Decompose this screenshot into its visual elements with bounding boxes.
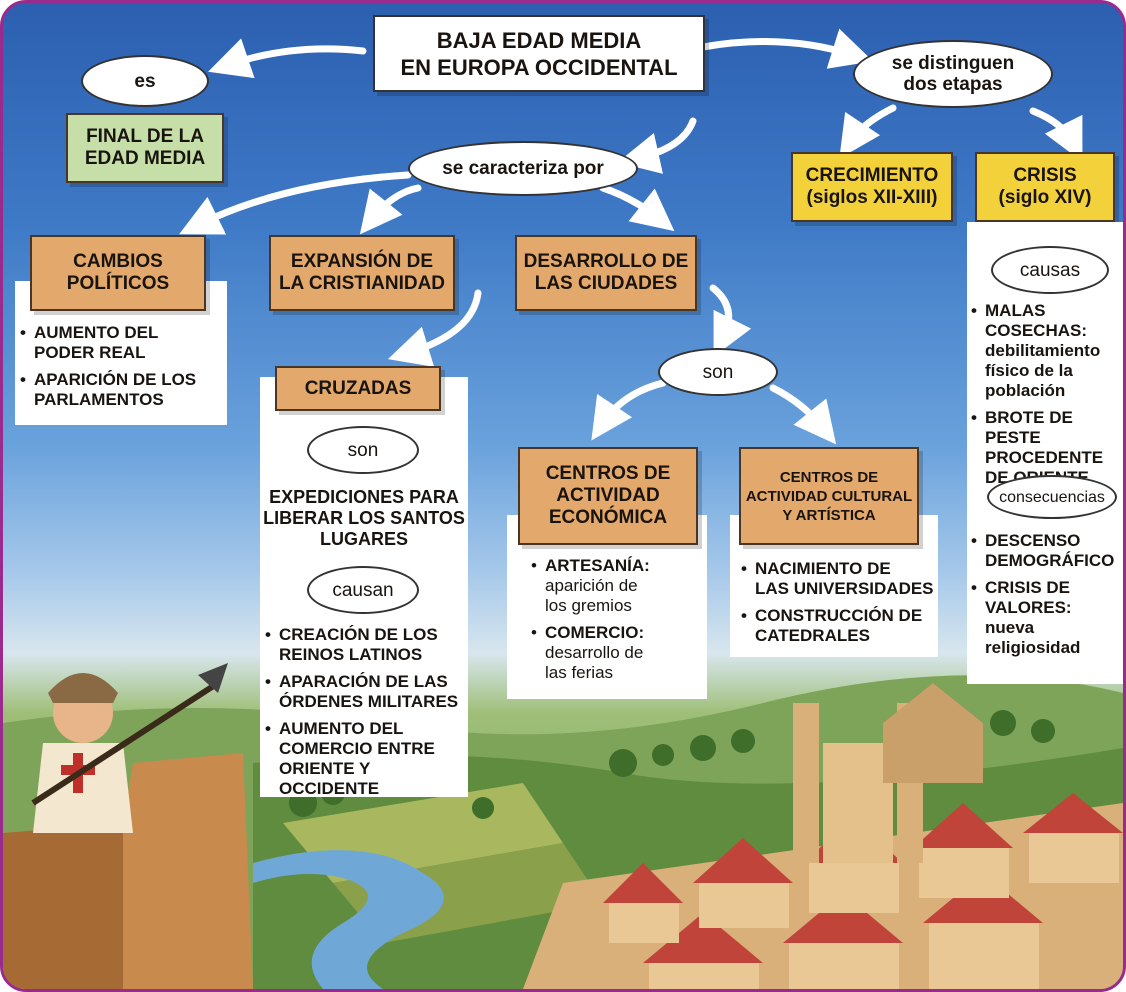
cruzadas-causan-oval: causan <box>307 566 419 614</box>
consecuencias-list: DESCENSO DEMOGRÁFICO CRISIS DE VALORES: … <box>971 531 1123 665</box>
main-title-box: BAJA EDAD MEDIA EN EUROPA OCCIDENTAL <box>373 15 705 92</box>
main-title: BAJA EDAD MEDIA EN EUROPA OCCIDENTAL <box>400 27 678 80</box>
medieval-landscape-illustration <box>3 28 1123 989</box>
centros-culturales-label: CENTROS DE ACTIVIDAD CULTURAL Y ARTÍSTIC… <box>745 468 913 524</box>
politica-list: AUMENTO DEL PODER REAL APARICIÓN DE LOS … <box>20 323 225 417</box>
cruzadas-son-oval: son <box>307 426 419 474</box>
consecuencia-item: CRISIS DE VALORES: nueva religiosidad <box>971 578 1123 658</box>
economica-item: ARTESANÍA: aparición de los gremios <box>531 556 701 616</box>
crecimiento-box: CRECIMIENTO (siglos XII-XIII) <box>791 152 953 222</box>
connector-se-caracteriza: se caracteriza por <box>442 158 604 179</box>
causas-oval: causas <box>991 246 1109 294</box>
consecuencia-item: DESCENSO DEMOGRÁFICO <box>971 531 1123 571</box>
cruzadas-label: CRUZADAS <box>304 377 412 399</box>
economica-item-head: COMERCIO: <box>545 623 645 642</box>
crisis-label: CRISIS (siglo XIV) <box>998 165 1092 208</box>
cruzadas-son-label: son <box>347 439 379 461</box>
connector-es-oval: es <box>81 55 209 107</box>
desarrollo-ciudades-label: DESARROLLO DE LAS CIUDADES <box>523 251 689 294</box>
connector-es: es <box>134 70 156 92</box>
politica-item: APARICIÓN DE LOS PARLAMENTOS <box>20 370 225 410</box>
centros-economicos-box: CENTROS DE ACTIVIDAD ECONÓMICA <box>518 447 698 545</box>
cruzadas-causan-label: causan <box>332 579 394 601</box>
centros-culturales-box: CENTROS DE ACTIVIDAD CULTURAL Y ARTÍSTIC… <box>739 447 919 545</box>
cruzadas-item: CREACIÓN DE LOS REINOS LATINOS <box>265 625 468 665</box>
cambios-politicos-label: CAMBIOS POLÍTICOS <box>66 251 170 294</box>
final-edad-media-box: FINAL DE LA EDAD MEDIA <box>66 113 224 183</box>
consecuencias-label: consecuencias <box>999 488 1105 506</box>
consecuencias-oval: consecuencias <box>987 475 1117 519</box>
cruzadas-item: APARACIÓN DE LAS ÓRDENES MILITARES <box>265 672 468 712</box>
cruzadas-item: AUMENTO DEL COMERCIO ENTRE ORIENTE Y OCC… <box>265 719 468 799</box>
crecimiento-label: CRECIMIENTO (siglos XII-XIII) <box>805 165 939 208</box>
crisis-box: CRISIS (siglo XIV) <box>975 152 1115 222</box>
cruzadas-definicion: EXPEDICIONES PARA LIBERAR LOS SANTOS LUG… <box>263 487 465 549</box>
connector-se-distinguen-oval: se distinguen dos etapas <box>853 40 1053 108</box>
expansion-cristianidad-label: EXPANSIÓN DE LA CRISTIANIDAD <box>278 251 446 294</box>
economica-item-text: desarrollo de las ferias <box>545 643 644 682</box>
causa-item: MALAS COSECHAS: debilitamiento físico de… <box>971 301 1123 401</box>
connector-se-caracteriza-oval: se caracteriza por <box>408 141 638 196</box>
causa-item: BROTE DE PESTE PROCEDENTE DE ORIENTE <box>971 408 1123 488</box>
cruzadas-list: CREACIÓN DE LOS REINOS LATINOS APARACIÓN… <box>265 625 468 806</box>
ciudades-son-oval: son <box>658 348 778 396</box>
politica-item: AUMENTO DEL PODER REAL <box>20 323 225 363</box>
cruzadas-box: CRUZADAS <box>275 366 441 411</box>
causas-list: MALAS COSECHAS: debilitamiento físico de… <box>971 301 1123 495</box>
cultural-item: NACIMIENTO DE LAS UNIVERSIDADES <box>741 559 937 599</box>
cultural-item: CONSTRUCCIÓN DE CATEDRALES <box>741 606 937 646</box>
expansion-cristianidad-box: EXPANSIÓN DE LA CRISTIANIDAD <box>269 235 455 311</box>
cambios-politicos-box: CAMBIOS POLÍTICOS <box>30 235 206 311</box>
causas-label: causas <box>1019 259 1081 281</box>
ciudades-son-label: son <box>702 361 734 383</box>
cultural-list: NACIMIENTO DE LAS UNIVERSIDADES CONSTRUC… <box>741 559 937 653</box>
economica-item-head: ARTESANÍA: <box>545 556 650 575</box>
economica-item-text: aparición de los gremios <box>545 576 638 615</box>
economica-list: ARTESANÍA: aparición de los gremios COME… <box>531 556 701 690</box>
economica-item: COMERCIO: desarrollo de las ferias <box>531 623 701 683</box>
centros-economicos-label: CENTROS DE ACTIVIDAD ECONÓMICA <box>545 463 671 528</box>
connector-se-distinguen: se distinguen dos etapas <box>891 53 1015 95</box>
desarrollo-ciudades-box: DESARROLLO DE LAS CIUDADES <box>515 235 697 311</box>
final-edad-media-label: FINAL DE LA EDAD MEDIA <box>84 126 206 169</box>
